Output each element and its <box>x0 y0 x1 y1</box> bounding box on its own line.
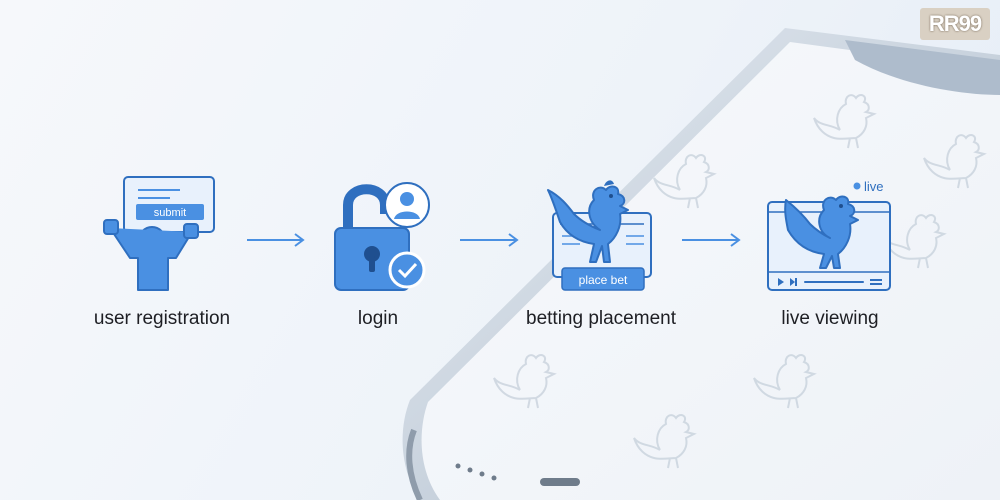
rooster-icon <box>547 180 629 263</box>
rooster-icon <box>784 195 859 269</box>
place-bet-button-text: place bet <box>579 273 628 287</box>
step-label-betting-placement: betting placement <box>526 308 676 329</box>
step-label-user-registration: user registration <box>93 308 231 329</box>
checkmark-icon <box>388 251 426 289</box>
live-badge-text: live <box>864 179 884 194</box>
brand-logo-text: RR99 <box>928 11 982 36</box>
submit-button-text: submit <box>154 207 186 219</box>
step-label-login: login <box>357 308 399 329</box>
video-controls <box>778 278 882 286</box>
flow-arrow <box>682 233 741 247</box>
flow-arrow <box>460 233 519 247</box>
place-bet-button-illustration <box>561 267 645 291</box>
submit-button-illustration <box>136 204 204 220</box>
user-avatar-icon <box>384 182 430 228</box>
login-padlock-icon <box>334 182 430 291</box>
live-viewing-icon: live <box>767 179 891 291</box>
step-label-live-viewing: live viewing <box>781 308 879 329</box>
betting-placement-icon: place bet <box>547 180 652 291</box>
brand-logo: RR99 <box>920 8 990 40</box>
live-badge: live <box>853 179 884 194</box>
flow-arrow <box>247 233 305 247</box>
phone-illustration <box>402 28 1000 500</box>
user-registration-icon: submit <box>103 176 215 291</box>
